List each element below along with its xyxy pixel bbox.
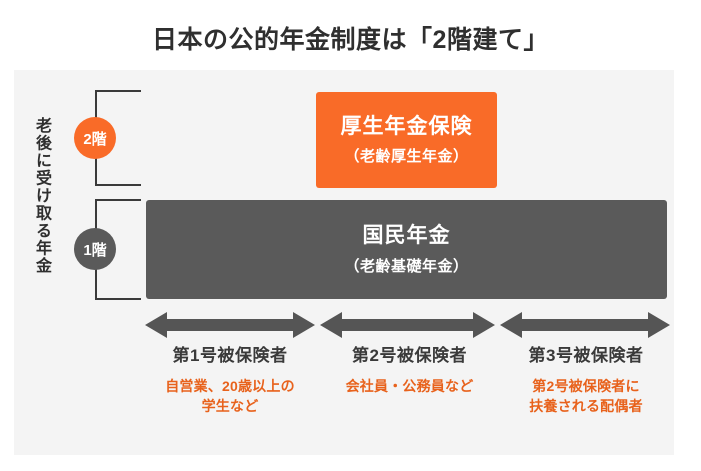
arrow-row <box>0 310 701 340</box>
category-2-title: 第2号被保険者 <box>352 346 467 365</box>
range-arrow-category-2 <box>320 310 495 340</box>
tier-box-kokumin-nenkin: 国民年金 （老齢基礎年金） <box>146 200 667 299</box>
category-3-description-line-2: 扶養される配偶者 <box>529 398 643 415</box>
category-column-3: 第3号被保険者 第2号被保険者に 扶養される配偶者 <box>498 345 674 417</box>
category-column-2: 第2号被保険者 会社員・公務員など <box>322 345 497 396</box>
category-3-description: 第2号被保険者に 扶養される配偶者 <box>498 376 674 417</box>
vertical-axis-label: 老後に受け取る年金 <box>33 116 50 275</box>
category-column-1: 第1号被保険者 自営業、20歳以上の 学生など <box>140 345 320 417</box>
category-3-description-line-1: 第2号被保険者に <box>532 378 640 395</box>
tier-box-kosei-nenkin: 厚生年金保険 （老齢厚生年金） <box>316 92 497 188</box>
tier-kosei-title: 厚生年金保険 <box>340 114 473 138</box>
floor-badge-2: 2階 <box>74 117 116 159</box>
category-3-title: 第3号被保険者 <box>528 346 644 365</box>
tier-kokumin-subtitle: （老齢基礎年金） <box>344 257 469 275</box>
range-arrow-category-1 <box>145 310 315 340</box>
category-1-description-line-1: 自営業、20歳以上の <box>165 378 295 395</box>
category-1-description: 自営業、20歳以上の 学生など <box>140 376 320 417</box>
category-2-description: 会社員・公務員など <box>322 376 497 396</box>
tier-kokumin-title: 国民年金 <box>362 224 451 248</box>
tier-kosei-subtitle: （老齢厚生年金） <box>344 148 469 166</box>
range-arrow-category-3 <box>500 310 670 340</box>
category-1-title: 第1号被保険者 <box>172 346 288 365</box>
category-2-description-line-1: 会社員・公務員など <box>345 378 474 395</box>
page-title: 日本の公的年金制度は「2階建て」 <box>152 26 549 54</box>
category-1-description-line-2: 学生など <box>201 398 259 415</box>
floor-badge-1: 1階 <box>74 228 116 270</box>
